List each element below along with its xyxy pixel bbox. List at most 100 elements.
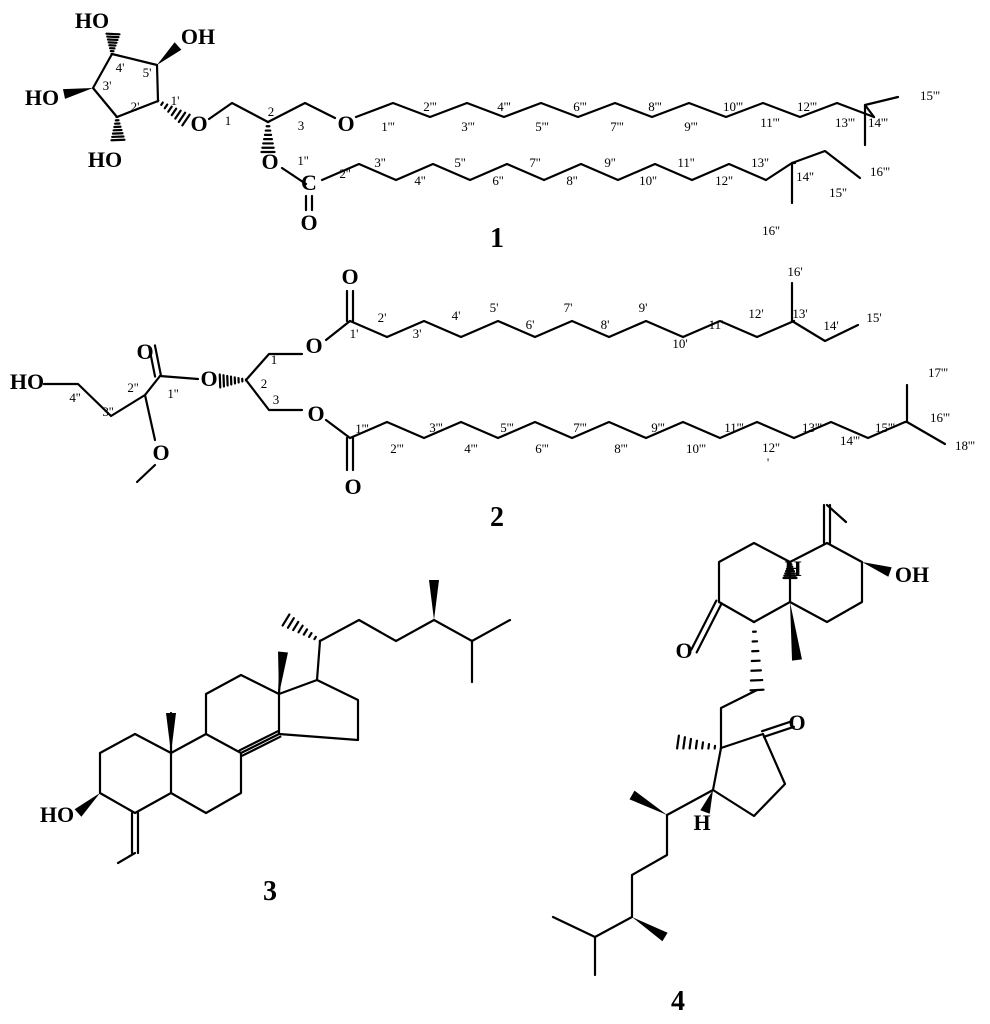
- hydroxyl-4prime: HO: [75, 8, 109, 33]
- ester-oxygen-2: O: [261, 149, 278, 174]
- branch: [790, 149, 862, 180]
- position-label: 12'': [762, 440, 780, 455]
- compound-number-2: 2: [490, 502, 504, 533]
- position-label: 6'': [492, 173, 503, 188]
- bond: [143, 393, 157, 442]
- position-label: 18''': [955, 438, 975, 453]
- wedge-bond: [629, 790, 667, 815]
- position-label: ': [767, 455, 769, 470]
- wedge-bond: [429, 580, 439, 620]
- ring-b: [169, 732, 243, 815]
- hash: [297, 624, 304, 634]
- bond: [280, 166, 308, 186]
- position-label: 7'': [529, 155, 540, 170]
- alkyl-chain-prime: [348, 319, 796, 339]
- wedge-bond: [790, 602, 802, 661]
- side-chain: [551, 813, 669, 939]
- position-label: 1: [225, 113, 232, 128]
- side-chain: [315, 639, 322, 682]
- position-label: 3: [273, 392, 280, 407]
- position-label: 1': [350, 326, 359, 341]
- hash: [281, 613, 291, 627]
- double-bond: [147, 345, 157, 378]
- hashed-bond: [749, 620, 765, 692]
- wedge-bond: [62, 88, 93, 99]
- branch: [764, 161, 794, 205]
- position-label: 2''': [423, 99, 437, 114]
- position-label: 5''': [500, 420, 514, 435]
- position-label: 13'': [751, 155, 769, 170]
- wedge-bond: [862, 562, 892, 577]
- ring-a: [717, 541, 792, 624]
- hash: [707, 742, 711, 750]
- carbonyl-carbon: C: [301, 170, 317, 195]
- ring-hydrogen: H: [693, 810, 710, 835]
- position-label: 9''': [684, 119, 698, 134]
- ring-c: [204, 673, 281, 755]
- position-label: 8'': [566, 173, 577, 188]
- acid-chain: [42, 374, 162, 418]
- position-label: 3: [298, 118, 305, 133]
- branch: [905, 420, 947, 446]
- wedge-bond: [632, 917, 668, 942]
- position-label: 3''': [461, 119, 475, 134]
- side-chain: [318, 618, 512, 643]
- position-label: 4'': [414, 173, 425, 188]
- position-label: 6''': [535, 441, 549, 456]
- position-label: 2''': [390, 441, 404, 456]
- hash: [106, 35, 120, 39]
- ring-cyclopentanone: [711, 732, 787, 818]
- position-label: 13': [792, 306, 807, 321]
- position-label: 9': [639, 300, 648, 315]
- double-bond: [762, 725, 796, 738]
- hashed-bond: [156, 99, 191, 127]
- position-label: 8''': [614, 441, 628, 456]
- branch: [903, 383, 909, 424]
- double-bond: [241, 735, 282, 757]
- compound-number-4: 4: [671, 986, 685, 1017]
- position-label: 14'': [796, 169, 814, 184]
- position-label: 6': [526, 317, 535, 332]
- position-label: 7''': [610, 119, 624, 134]
- bond: [324, 319, 352, 342]
- ester-oxygen-3: O: [307, 401, 324, 426]
- position-label: 12'': [715, 173, 733, 188]
- hashed-bond: [676, 734, 723, 750]
- position-label: 15''': [875, 420, 895, 435]
- ring-a: [98, 732, 173, 815]
- position-label: 1': [171, 93, 180, 108]
- double-bond: [760, 720, 794, 733]
- hash: [105, 32, 121, 36]
- position-label: 7': [564, 300, 573, 315]
- ether-oxygen-3: O: [337, 111, 354, 136]
- position-label: 16'': [762, 223, 780, 238]
- hashed-bond: [105, 32, 121, 56]
- wedge-bond: [166, 713, 176, 753]
- hydroxyl-3prime: HO: [25, 85, 59, 110]
- position-label: 10''': [686, 441, 706, 456]
- wedge-bond: [700, 790, 713, 814]
- compound-3: HO3: [40, 580, 512, 907]
- bond: [135, 463, 157, 484]
- position-label: 3': [103, 78, 112, 93]
- position-label: 1''': [381, 119, 395, 134]
- cyclopentane-ring: [91, 52, 160, 119]
- hash: [302, 628, 309, 636]
- hash: [181, 113, 191, 127]
- position-label: 3''': [429, 420, 443, 435]
- wedge-bond: [157, 42, 182, 65]
- hashed-bond: [260, 120, 276, 154]
- hash: [676, 734, 680, 750]
- hash: [163, 103, 169, 110]
- carbonyl-oxygen: O: [300, 210, 317, 235]
- hash: [170, 107, 178, 117]
- position-label: 1: [271, 352, 278, 367]
- alkyl-chain-triple-prime: [348, 420, 907, 440]
- position-label: 12': [748, 306, 763, 321]
- position-label: 14''': [840, 433, 860, 448]
- position-label: 2': [378, 310, 387, 325]
- position-label: 15': [866, 310, 881, 325]
